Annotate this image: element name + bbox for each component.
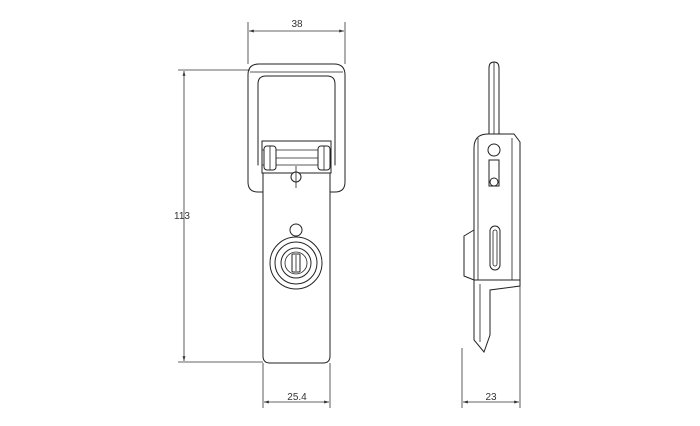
dimension-width-bottom-front: 25.4 xyxy=(262,363,331,408)
side-back-plate xyxy=(463,229,475,281)
lock-cylinder xyxy=(280,247,312,279)
side-body xyxy=(473,133,521,281)
lock-core xyxy=(284,251,308,275)
bail-inner xyxy=(257,75,336,166)
side-hinge xyxy=(487,143,501,157)
side-view xyxy=(463,61,521,353)
side-slot-inner xyxy=(492,229,498,267)
side-slot xyxy=(489,225,501,271)
bail-outer xyxy=(247,63,346,193)
front-view xyxy=(247,63,346,364)
lock-outer-ring xyxy=(269,236,323,290)
lock-pin xyxy=(289,223,303,237)
dim-label-38: 38 xyxy=(291,19,303,30)
lock-ring xyxy=(274,241,318,285)
dim-label-25-4: 25.4 xyxy=(287,392,307,403)
dim-label-113: 113 xyxy=(174,211,190,222)
dim-label-23: 23 xyxy=(485,392,497,403)
dimension-height-left: 113 xyxy=(174,69,263,363)
side-hook xyxy=(473,279,521,353)
dimension-width-bottom-side: 23 xyxy=(461,286,521,408)
side-rivet xyxy=(489,177,499,187)
dimension-width-top: 38 xyxy=(247,19,346,64)
